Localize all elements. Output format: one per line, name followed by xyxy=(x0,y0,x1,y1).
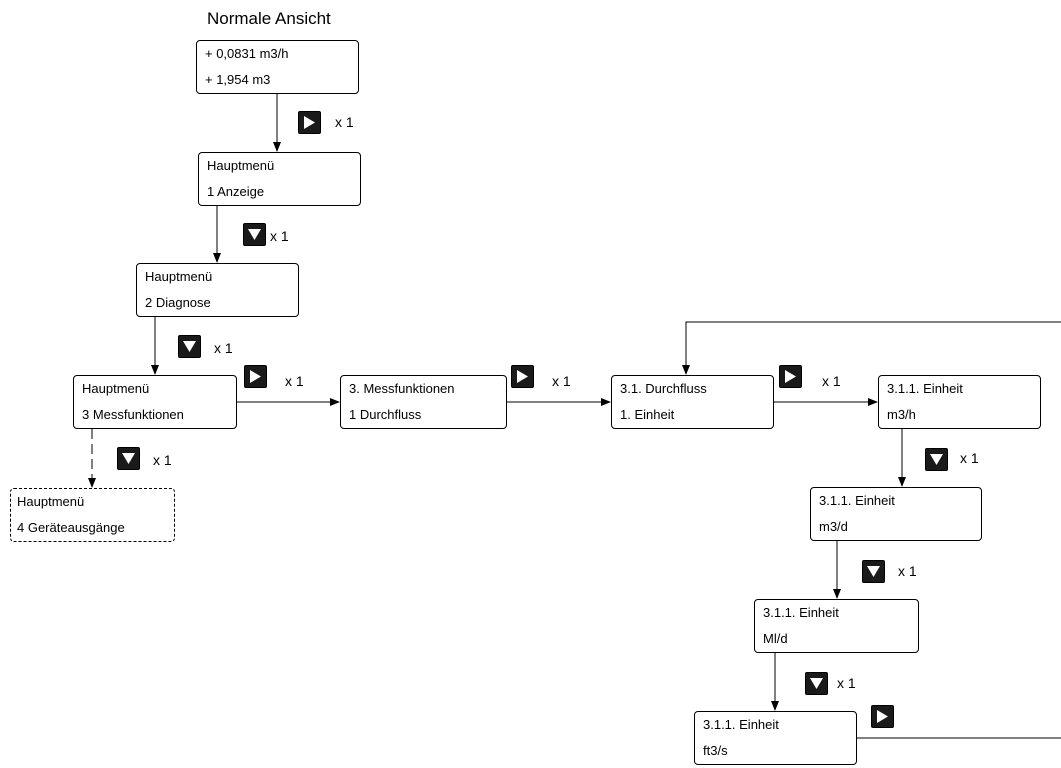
box-line-2: 3 Messfunktionen xyxy=(82,407,184,422)
multiplier-label: x 1 xyxy=(270,228,289,244)
multiplier-label: x 1 xyxy=(837,675,856,691)
down-arrow-key-icon xyxy=(862,560,885,583)
box-line-1: 3.1.1. Einheit xyxy=(819,493,895,508)
down-arrow-key-icon xyxy=(925,448,948,471)
multiplier-label: x 1 xyxy=(285,373,304,389)
box-line-2: m3/d xyxy=(819,519,848,534)
multiplier-label: x 1 xyxy=(898,563,917,579)
main-menu-2-box: Hauptmenü 2 Diagnose xyxy=(136,263,299,317)
unit-m3d-box: 3.1.1. Einheit m3/d xyxy=(810,487,982,541)
unit-mld-box: 3.1.1. Einheit Ml/d xyxy=(754,599,919,653)
multiplier-label: x 1 xyxy=(214,340,233,356)
main-menu-3-box: Hauptmenü 3 Messfunktionen xyxy=(73,375,237,429)
box-line-1: 3. Messfunktionen xyxy=(349,381,455,396)
box-line-1: Hauptmenü xyxy=(82,381,150,396)
page-title: Normale Ansicht xyxy=(207,9,331,28)
multiplier-label: x 1 xyxy=(335,114,354,130)
box-line-2: + 1,954 m3 xyxy=(205,72,271,87)
box-line-1: 3.1. Durchfluss xyxy=(620,381,707,396)
measurement-functions-box: 3. Messfunktionen 1 Durchfluss xyxy=(340,375,507,429)
loop-back-arrow xyxy=(682,321,1061,375)
right-arrow-key-icon xyxy=(244,365,267,388)
flow-box: 3.1. Durchfluss 1. Einheit xyxy=(611,375,774,429)
down-arrow-key-icon xyxy=(243,223,266,246)
main-menu-4-box: Hauptmenü 4 Geräteausgänge xyxy=(10,488,175,542)
box-line-2: 4 Geräteausgänge xyxy=(17,520,125,535)
box-line-2: 1 Durchfluss xyxy=(349,407,422,422)
box-line-1: + 0,0831 m3/h xyxy=(205,46,289,61)
unit-m3h-box: 3.1.1. Einheit m3/h xyxy=(878,375,1041,429)
unit-ft3s-box: 3.1.1. Einheit ft3/s xyxy=(694,711,857,765)
down-arrow-key-icon xyxy=(117,447,140,470)
box-line-1: 3.1.1. Einheit xyxy=(887,381,963,396)
box-line-2: 1. Einheit xyxy=(620,407,675,422)
down-arrow-key-icon xyxy=(178,335,201,358)
multiplier-label: x 1 xyxy=(960,450,979,466)
right-arrow-key-icon xyxy=(298,111,321,134)
multiplier-label: x 1 xyxy=(552,373,571,389)
box-line-1: Hauptmenü xyxy=(207,158,275,173)
normal-view-box: + 0,0831 m3/h + 1,954 m3 xyxy=(196,40,359,94)
multiplier-label: x 1 xyxy=(822,373,841,389)
right-arrow-key-icon xyxy=(511,365,534,388)
down-arrow-key-icon xyxy=(805,672,828,695)
box-line-1: 3.1.1. Einheit xyxy=(763,605,839,620)
box-line-2: ft3/s xyxy=(703,743,728,758)
box-line-2: m3/h xyxy=(887,407,916,422)
right-arrow-key-icon xyxy=(871,705,894,728)
box-line-1: Hauptmenü xyxy=(145,269,213,284)
box-line-2: 1 Anzeige xyxy=(207,184,265,199)
box-line-1: 3.1.1. Einheit xyxy=(703,717,779,732)
box-line-2: 2 Diagnose xyxy=(145,295,211,310)
multiplier-label: x 1 xyxy=(153,452,172,468)
box-line-1: Hauptmenü xyxy=(17,494,85,509)
main-menu-1-box: Hauptmenü 1 Anzeige xyxy=(198,152,361,206)
box-line-2: Ml/d xyxy=(763,631,788,646)
right-arrow-key-icon xyxy=(779,365,802,388)
